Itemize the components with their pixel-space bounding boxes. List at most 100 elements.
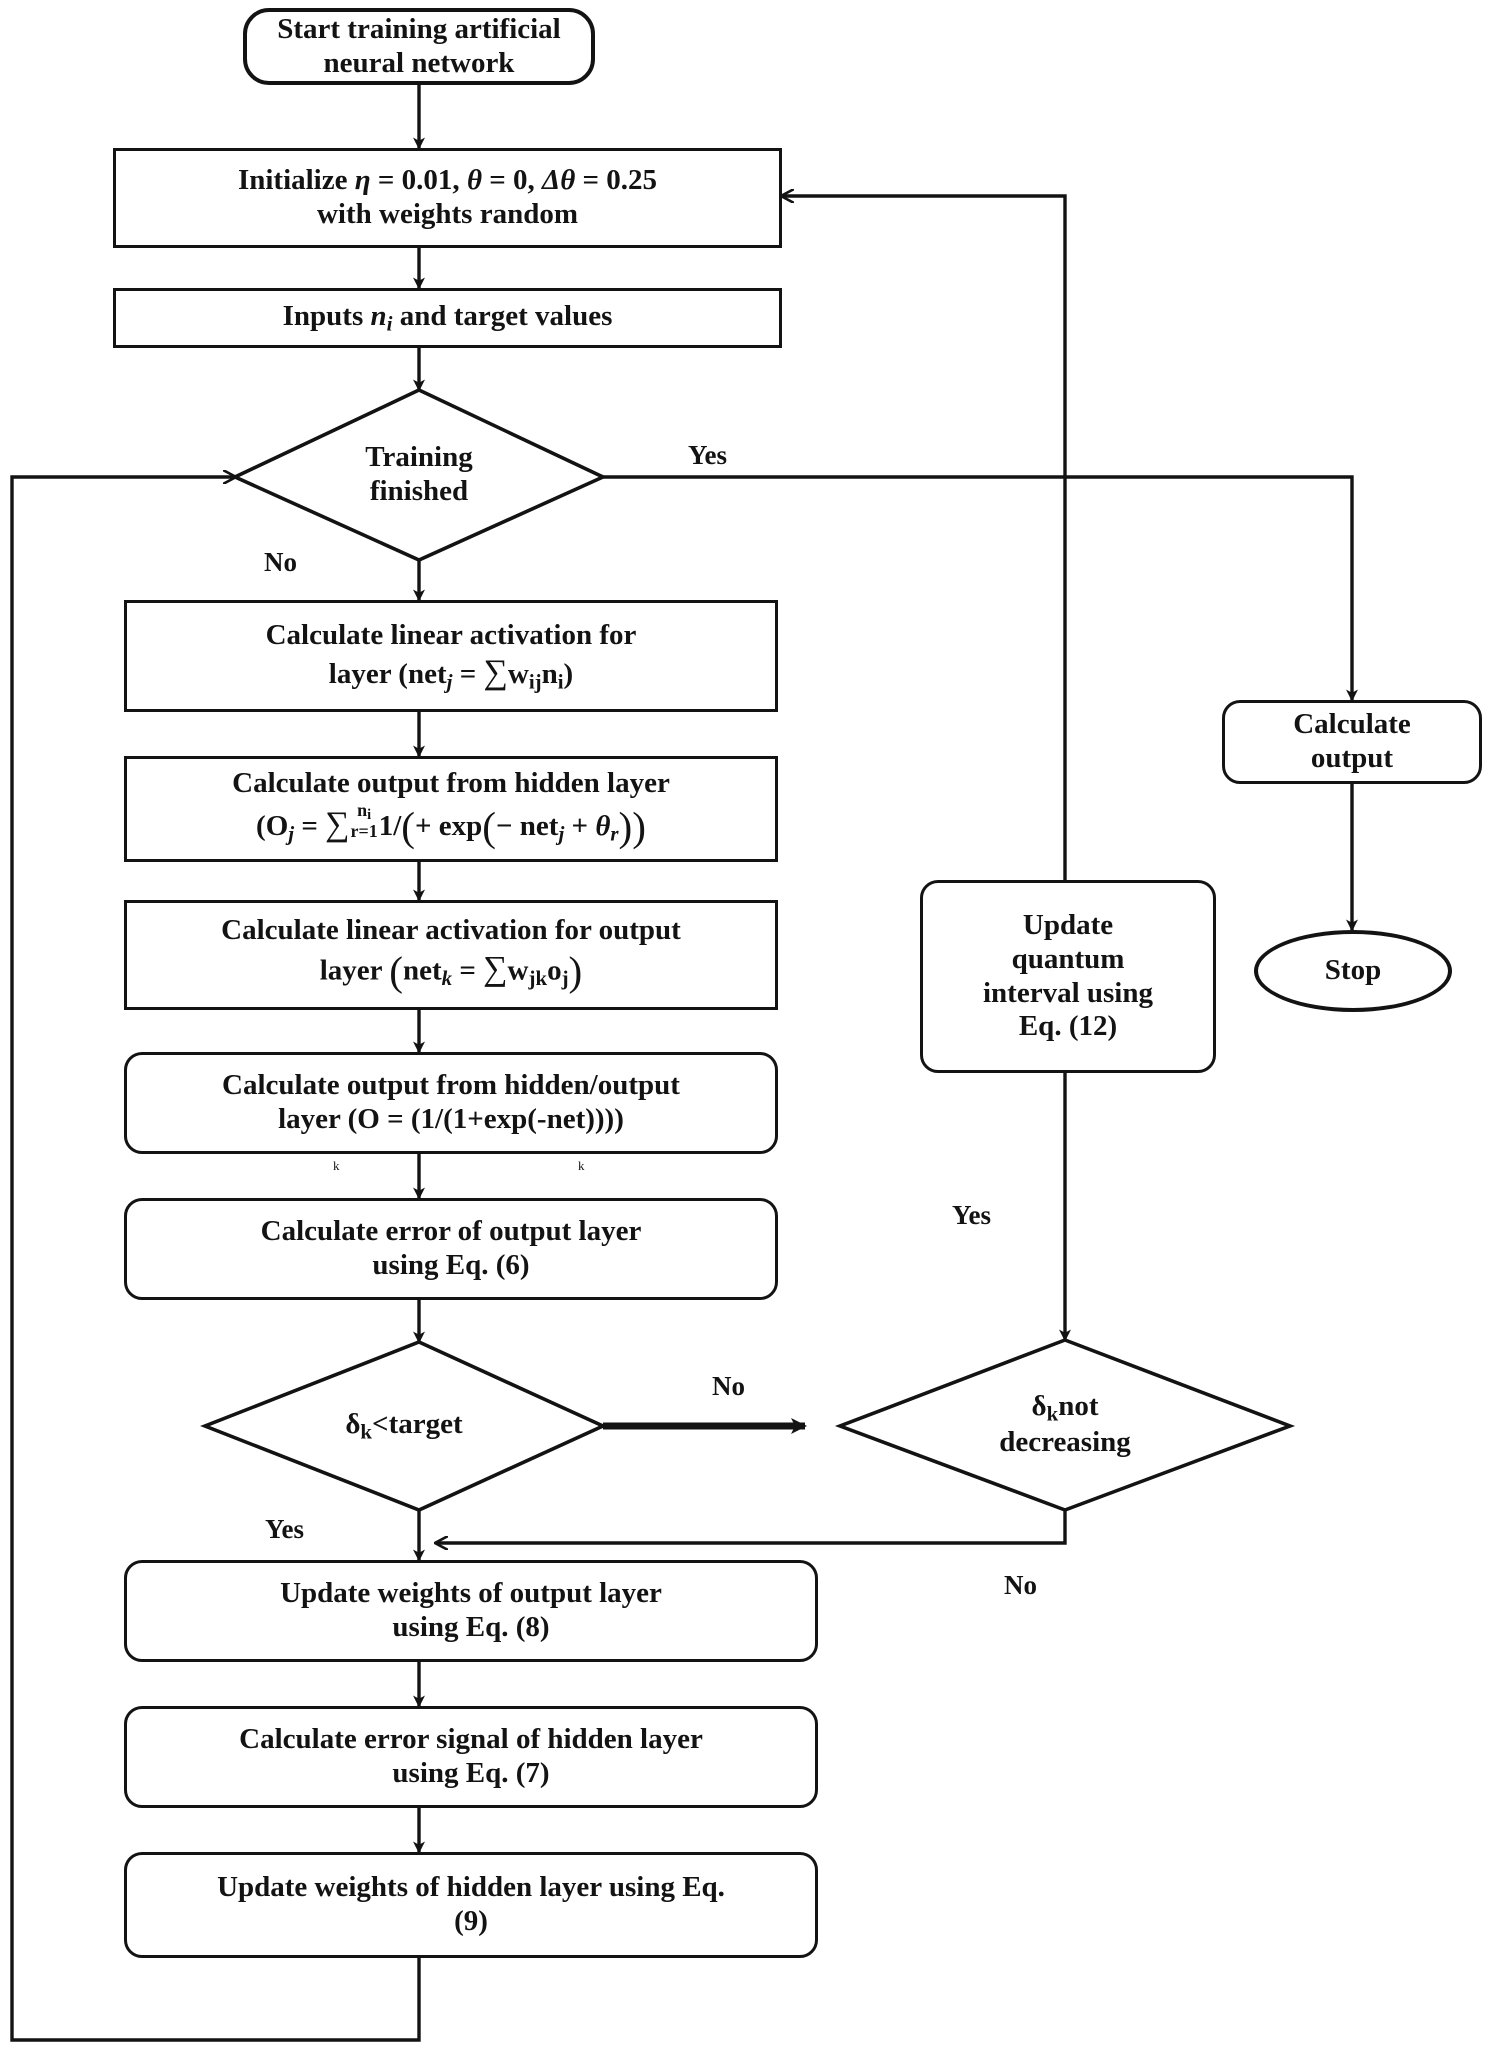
calc-hidden-out-net-sub: j [558, 821, 565, 846]
calc-out-sigmoid-line1: Calculate output from hidden/output [222, 1069, 680, 1102]
delta-not-decreasing-line1: δknot [1032, 1390, 1099, 1426]
edge-label-not-decreasing-no: No [1004, 1570, 1037, 1600]
update-hidden-weights-line1: Update weights of hidden layer using Eq. [217, 1871, 725, 1904]
calc-hidden-out-plus: + [564, 809, 596, 842]
calculate-output-line2: output [1310, 742, 1394, 774]
initialize-delta-theta: Δθ [542, 164, 576, 197]
update-quantum-line2: quantum [1011, 942, 1125, 975]
stray-subscript-k-left: k [333, 1158, 340, 1173]
delta-lt-target-text: δk<target [345, 1408, 462, 1444]
node-update-hidden-weights[interactable]: Update weights of hidden layer using Eq.… [124, 1852, 818, 1958]
edge-label-training-no: No [264, 547, 297, 577]
node-stop[interactable]: Stop [1254, 930, 1452, 1012]
calc-hidden-out-open: ( [256, 809, 266, 842]
node-delta-not-decreasing[interactable]: δknot decreasing [840, 1340, 1290, 1510]
calc-hidden-out-sigma: ∑ [325, 805, 350, 843]
node-update-output-weights[interactable]: Update weights of output layer using Eq.… [124, 1560, 818, 1662]
update-output-weights-line2: using Eq. (8) [392, 1611, 550, 1643]
sigma-top-n: n [357, 799, 368, 820]
node-initialize[interactable]: Initialize η = 0.01, θ = 0, Δθ = 0.25 wi… [113, 148, 782, 248]
node-inputs[interactable]: Inputs ni and target values [113, 288, 782, 348]
node-calc-error-hidden[interactable]: Calculate error signal of hidden layer u… [124, 1706, 818, 1808]
inputs-var-sub: i [386, 311, 393, 336]
delta-rest: <target [372, 1408, 463, 1441]
delta-nd-symbol: δ [1031, 1390, 1047, 1423]
node-calc-out-sigmoid[interactable]: Calculate output from hidden/output laye… [124, 1052, 778, 1154]
calc-hidden-out-line1: Calculate output from hidden layer [232, 767, 670, 800]
calc-hidden-net-n: n [541, 657, 558, 690]
delta-not-decreasing-line2: decreasing [999, 1426, 1131, 1458]
calc-hidden-out-sigma-bot: r=1 [350, 820, 378, 841]
calc-out-sigmoid-line2: layer (O = (1/(1+exp(-net)))) [278, 1103, 624, 1135]
update-quantum-line4: Eq. (12) [1018, 1010, 1118, 1043]
node-update-quantum[interactable]: Update quantum interval using Eq. (12) [920, 880, 1216, 1073]
calc-hidden-out-inner-close: ) [618, 803, 633, 850]
calc-hidden-out-paren-open: ( [401, 803, 416, 850]
calc-hidden-out-sigma-top: ni [351, 801, 378, 822]
calc-hidden-out-paren-close: ) [632, 803, 646, 850]
calc-hidden-net-w: w [507, 657, 529, 690]
node-calc-hidden-out[interactable]: Calculate output from hidden layer (Oj =… [124, 756, 778, 862]
delta-nd-rest: not [1058, 1390, 1099, 1423]
sigma-top-sub: i [367, 806, 372, 823]
update-quantum-line3: interval using [983, 976, 1153, 1009]
edge-label-delta-target-yes: Yes [265, 1514, 304, 1544]
delta-sub: k [360, 1419, 373, 1444]
calc-hidden-out-inner-open: ( [482, 803, 497, 850]
node-start-label: Start training artificial neural network [277, 12, 561, 79]
calc-error-output-line1: Calculate error of output layer [260, 1215, 642, 1248]
calc-hidden-out-eq: = [294, 809, 326, 842]
edge-label-not-decreasing-yes: Yes [952, 1200, 991, 1230]
update-quantum-line1: Update [1022, 909, 1114, 942]
calc-hidden-net-prefix: layer ( [328, 657, 408, 690]
node-calc-error-output[interactable]: Calculate error of output layer using Eq… [124, 1198, 778, 1300]
training-finished-line1: Training [365, 441, 473, 474]
calc-output-net-o: o [547, 954, 562, 987]
calc-hidden-net-line2: layer (netj = ∑wijni) [329, 653, 573, 694]
node-calc-hidden-net[interactable]: Calculate linear activation for layer (n… [124, 600, 778, 712]
initialize-theta: θ [466, 164, 482, 197]
calc-hidden-net-w-sub: ij [528, 668, 542, 693]
calc-hidden-net-n-sub: i [557, 668, 564, 693]
calc-output-net-paren-open: ( [389, 947, 403, 994]
node-start[interactable]: Start training artificial neural network [243, 8, 595, 85]
initialize-delta-theta-value: = 0.25 [575, 164, 658, 197]
calc-hidden-out-oneover: 1/ [378, 809, 402, 842]
node-initialize-line1: Initialize η = 0.01, θ = 0, Δθ = 0.25 [238, 164, 657, 198]
calc-output-net-line2: layer (netk = ∑wjkoj) [320, 948, 582, 996]
node-stop-label: Stop [1324, 954, 1382, 987]
update-hidden-weights-line2: (9) [454, 1905, 488, 1937]
node-calculate-output[interactable]: Calculate output [1222, 700, 1482, 784]
node-inputs-text: Inputs ni and target values [283, 300, 613, 336]
calc-output-net-w-sub: jk [528, 966, 548, 990]
node-training-finished[interactable]: Training finished [235, 390, 603, 560]
calc-output-net-o-sub: j [561, 966, 569, 990]
calc-hidden-out-plusexp: + exp [415, 809, 483, 842]
calc-hidden-out-minus: − [496, 809, 520, 842]
calc-hidden-net-net: net [407, 657, 447, 690]
calc-output-net-w: w [507, 954, 529, 987]
calc-output-net-net-sub: k [441, 966, 453, 990]
delta-not-decreasing-label: δknot decreasing [840, 1340, 1290, 1510]
delta-nd-sub: k [1046, 1401, 1059, 1426]
inputs-prefix: Inputs [282, 300, 371, 333]
calc-error-output-line2: using Eq. (6) [372, 1249, 530, 1281]
node-calc-output-net[interactable]: Calculate linear activation for output l… [124, 900, 778, 1010]
initialize-theta-value: = 0, [482, 164, 543, 197]
calc-hidden-net-eq: = [452, 657, 484, 690]
calc-output-net-sigma: ∑ [483, 950, 508, 988]
delta-lt-target-label: δk<target [205, 1342, 603, 1510]
edge-label-training-yes: Yes [688, 440, 727, 470]
calculate-output-line1: Calculate [1293, 708, 1411, 741]
node-delta-lt-target[interactable]: δk<target [205, 1342, 603, 1510]
calc-error-hidden-line2: using Eq. (7) [392, 1757, 550, 1789]
calc-output-net-net: net [403, 954, 442, 987]
calc-hidden-net-close: ) [563, 657, 574, 690]
calc-output-net-line1: Calculate linear activation for output [221, 914, 681, 947]
inputs-suffix: and target values [392, 300, 613, 333]
initialize-eta: η [354, 164, 371, 197]
calc-hidden-net-net-sub: j [446, 668, 453, 693]
